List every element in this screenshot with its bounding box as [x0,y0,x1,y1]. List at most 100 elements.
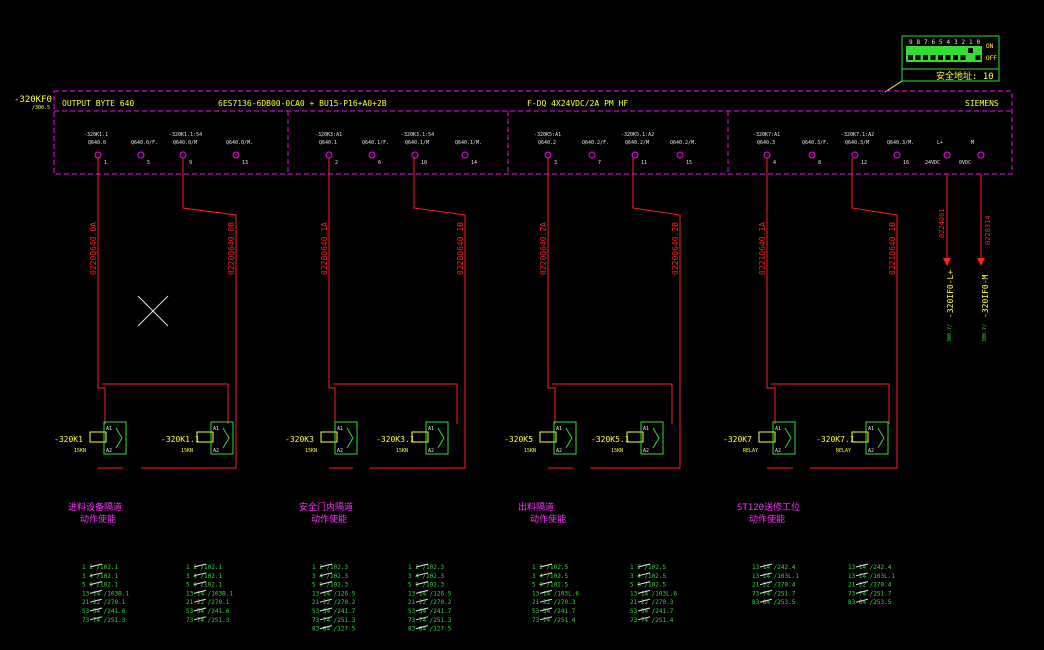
terminal-tag: Q640.0 [88,140,106,146]
terminal: -320K1.1Q640.01 [84,132,108,166]
contact-entry: 21 22 /270.1 [82,599,126,606]
group-subtitle: 动作使能 [80,513,116,525]
relay-a1: A1 [106,426,112,432]
dip-switch-key [938,55,943,60]
terminal-point [943,151,951,159]
contact-entry: 5 6 /102.1 [82,582,119,589]
output-module-frame: OUTPUT BYTE 640 6ES7136-6DB00-0CA0 + BU1… [53,90,1013,175]
terminal: Q640.0/M.13 [226,140,253,166]
contact-symbol [319,625,333,630]
contact-symbol [855,589,869,594]
terminal-tag: Q640.1/F. [362,140,389,146]
contact-entry: 5 6 /102.5 [630,582,667,589]
terminal-tag: Q640.3/M [845,140,869,146]
relay-name: -320K1 [54,435,83,444]
contact-symbol [89,581,103,586]
relay-sub: RELAY [836,448,851,454]
relay-sub: 15KN [611,448,623,454]
terminal-number: 1 [104,160,107,166]
module-tag: -320KF0 [14,95,52,105]
contact-table: 1 2 /102.13 4 /102.15 6 /102.113 14 /103… [186,563,233,624]
terminal-number: 16 [903,160,909,166]
safety-address-label: 安全地址: 10 [936,70,994,82]
contact-entry: 3 4 /102.3 [408,573,445,580]
contact-symbol [319,607,333,612]
contact-entry: 1 2 /102.3 [408,564,445,571]
contact-entry: 73 74 /251.7 [752,590,796,597]
terminal-ref: -320K5.1:A2 [621,132,654,138]
contact-entry: 13 14 /103B.1 [82,590,129,597]
wire-label: 0220Q640.2A [539,222,548,275]
terminal-ref: -320K3.1:54 [401,132,434,138]
contact-symbol [855,598,869,603]
wire-label: 0220Q640.0A [89,222,98,275]
relay-symbol [784,427,792,449]
contact-entry: 13 14 /126.5 [312,590,356,597]
contact-symbol [855,581,869,586]
contact-entry: 21 22 /270.1 [186,599,230,606]
contact-symbol [415,616,429,621]
terminal-tag: Q640.2/M. [670,140,697,146]
terminal-point [94,151,102,159]
terminal: Q640.1/F. 6 [362,140,389,166]
contact-symbol [89,589,103,594]
contact-table: 1 2 /102.33 4 /102.35 6 /102.313 14 /126… [408,563,452,633]
contact-entry: 73 74 /251.3 [186,617,230,624]
terminal-point [544,151,552,159]
contact-entry: 21 22 /270.4 [848,582,892,589]
contact-symbol [193,563,207,568]
contact-symbol [193,598,207,603]
terminal-number: 6 [378,160,381,166]
dip-switch-key [953,55,958,60]
contact-symbol [415,581,429,586]
group-subtitle: 动作使能 [749,513,785,525]
coil-wire [766,158,776,424]
relay-name: -320K5 [504,435,533,444]
m-ref: 300.7/ [982,324,988,342]
contact-table: 1 2 /102.33 4 /102.35 6 /102.313 14 /126… [312,563,356,633]
contact-symbol [415,572,429,577]
relay-contact-box [103,421,127,455]
contact-symbol [193,607,207,612]
dip-number: 7 [924,39,928,46]
coil-wire [547,158,556,424]
wire-label: 0220Q640.1A [320,222,329,275]
dip-number: 3 [954,39,958,46]
contact-entry: 83 84 /253.5 [848,599,892,606]
contact-entry: 13 14 /242.4 [752,564,796,571]
relay-contact-box [865,421,889,455]
wire-label: 0221Q640.1A [758,222,767,275]
l-ref: 300.7/ [947,324,953,342]
contact-symbol [759,581,773,586]
terminal-point [461,151,469,159]
contact-entry: 3 4 /102.5 [630,573,667,580]
contact-entry: 21 22 /270.3 [532,599,576,606]
group-title: 进料设备隔道 [68,501,122,513]
relay-a2: A2 [213,448,219,454]
terminal-point [851,151,859,159]
terminal-point [325,151,333,159]
terminal-ref: -320K7:A1 [753,132,780,138]
power-wires: 0224061 0228314 -320IF0-L+ -320IF0-M 300… [938,174,992,342]
dip-number: 8 [917,39,921,46]
terminal-ref: -320K5:A1 [534,132,561,138]
contact-entry: 1 2 /102.5 [532,564,569,571]
terminal-point [893,151,901,159]
contact-entry: 5 6 /102.3 [312,582,349,589]
relay-a1: A1 [775,426,781,432]
relay-sub: 15KN [396,448,408,454]
relay-symbol [877,427,885,449]
contact-entry: 21 22 /270.4 [752,582,796,589]
terminal-number: 15 [686,160,692,166]
coil-wire [97,158,106,424]
contact-entry: 83 84 /253.5 [752,599,796,606]
m-wire-label: 0228314 [984,215,992,245]
dip-number: 4 [947,39,951,46]
relay-sub: 15KN [181,448,193,454]
contact-entry: 13 14 /103L.1 [752,573,799,580]
terminal-number: 4 [773,160,776,166]
